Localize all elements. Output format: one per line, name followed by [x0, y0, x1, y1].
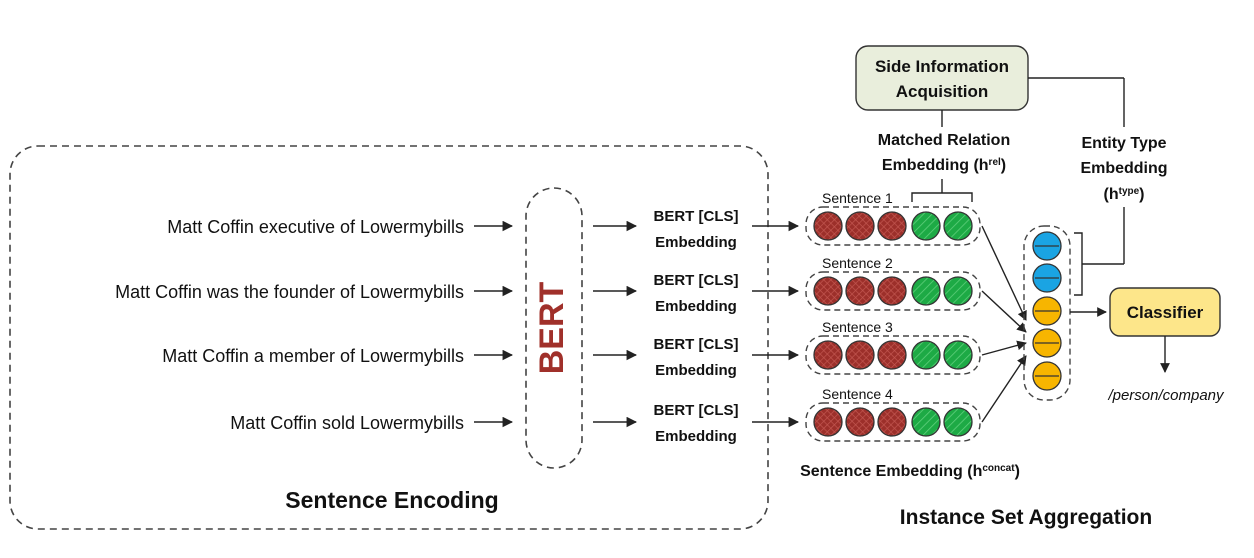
input-sentence-4: Matt Coffin sold Lowermybills	[230, 413, 464, 433]
cls-dot	[845, 407, 875, 437]
sentence-label-1: Sentence 1	[822, 190, 893, 206]
relation-dot	[911, 340, 941, 370]
matched-relation-line2: Embedding (hrel)	[882, 157, 1006, 175]
aggregated-vector-box	[1023, 225, 1071, 401]
sentence-label-4: Sentence 4	[822, 386, 893, 402]
entity-type-line1: Entity Type	[1081, 135, 1166, 152]
entity-type-sup: type	[1119, 186, 1140, 197]
relation-dot	[943, 276, 973, 306]
cls-label-3-line1: BERT [CLS]	[654, 336, 739, 353]
sentence-encoding-title: Sentence Encoding	[285, 487, 498, 513]
matched-relation-text: Embedding (h	[882, 157, 989, 174]
cls-label-3: BERT [CLS] Embedding	[654, 336, 739, 379]
cls-dot	[813, 340, 843, 370]
cls-label-1-line1: BERT [CLS]	[654, 208, 739, 225]
cls-label-1: BERT [CLS] Embedding	[654, 208, 739, 251]
sentence-embedding-4: Sentence 4	[805, 386, 981, 442]
cls-dot	[845, 211, 875, 241]
matched-relation-label: Matched Relation Embedding (hrel)	[878, 132, 1010, 174]
cls-label-3-line2: Embedding	[655, 362, 737, 379]
cls-dot	[813, 276, 843, 306]
bert-output-arrows	[593, 220, 638, 428]
relation-dot	[911, 276, 941, 306]
sentence-embedding-3: Sentence 3	[805, 319, 981, 375]
cls-label-4-line1: BERT [CLS]	[654, 402, 739, 419]
relation-bracket	[911, 192, 973, 202]
input-arrows	[474, 220, 514, 428]
cls-label-2-line1: BERT [CLS]	[654, 272, 739, 289]
input-sentence-2: Matt Coffin was the founder of Lowermybi…	[115, 282, 464, 302]
entity-type-label: Entity Type Embedding (htype)	[1080, 135, 1167, 203]
relation-dot	[911, 407, 941, 437]
sentence-label-2: Sentence 2	[822, 255, 893, 271]
cls-dot	[877, 407, 907, 437]
sentence-row-box-2	[805, 271, 981, 311]
bert-label: BERT	[533, 281, 571, 374]
cls-label-2: BERT [CLS] Embedding	[654, 272, 739, 315]
arrow-agg-4	[981, 355, 1027, 423]
relation-dot	[943, 211, 973, 241]
sentence-embedding-close: )	[1015, 463, 1020, 480]
relation-dot	[911, 211, 941, 241]
input-sentence-3: Matt Coffin a member of Lowermybills	[162, 346, 464, 366]
sentence-row-box-3	[805, 335, 981, 375]
cls-label-4-line2: Embedding	[655, 428, 737, 445]
arrow-agg-3	[981, 340, 1027, 356]
sentence-row-box-4	[805, 402, 981, 442]
sentence-embedding-2: Sentence 2	[805, 255, 981, 311]
cls-dot	[813, 211, 843, 241]
sentence-embedding-sup: concat	[982, 463, 1015, 474]
sentence-label-3: Sentence 3	[822, 319, 893, 335]
side-information-line1: Side Information	[875, 57, 1009, 76]
cls-dot	[845, 340, 875, 370]
type-bracket	[1074, 232, 1083, 296]
bert-encoder	[525, 187, 583, 469]
classifier-label: Classifier	[1127, 303, 1204, 322]
cls-label-2-line2: Embedding	[655, 298, 737, 315]
sentence-embedding-text: Sentence Embedding (h	[800, 463, 982, 480]
instance-aggregation-title: Instance Set Aggregation	[900, 506, 1152, 529]
relation-dot	[943, 340, 973, 370]
output-label: /person/company	[1107, 387, 1225, 404]
sentence-row-box-1	[805, 206, 981, 246]
arrow-agg-1	[981, 225, 1027, 321]
sentence-embedding-caption: Sentence Embedding (hconcat)	[800, 463, 1020, 481]
input-sentence-1: Matt Coffin executive of Lowermybills	[167, 217, 464, 237]
cls-dot	[877, 340, 907, 370]
side-info-connectors	[941, 77, 1125, 265]
relation-dot	[943, 407, 973, 437]
sentence-embedding-1: Sentence 1	[805, 190, 981, 246]
matched-relation-close: )	[1001, 157, 1006, 174]
sentence-encoding-region	[9, 145, 769, 530]
cls-label-1-line2: Embedding	[655, 234, 737, 251]
cls-label-4: BERT [CLS] Embedding	[654, 402, 739, 445]
cls-arrows	[752, 220, 800, 428]
aggregation-arrows	[981, 225, 1027, 423]
entity-type-text: (h	[1104, 186, 1119, 203]
cls-dot	[877, 211, 907, 241]
cls-dot	[877, 276, 907, 306]
side-information-line2: Acquisition	[896, 82, 989, 101]
cls-dot	[845, 276, 875, 306]
matched-relation-sup: rel	[989, 157, 1001, 168]
entity-type-close: )	[1139, 186, 1144, 203]
arrow-agg-2	[981, 290, 1027, 333]
entity-type-line3: (htype)	[1104, 186, 1145, 204]
matched-relation-line1: Matched Relation	[878, 132, 1010, 149]
entity-type-line2: Embedding	[1080, 160, 1167, 177]
cls-dot	[813, 407, 843, 437]
